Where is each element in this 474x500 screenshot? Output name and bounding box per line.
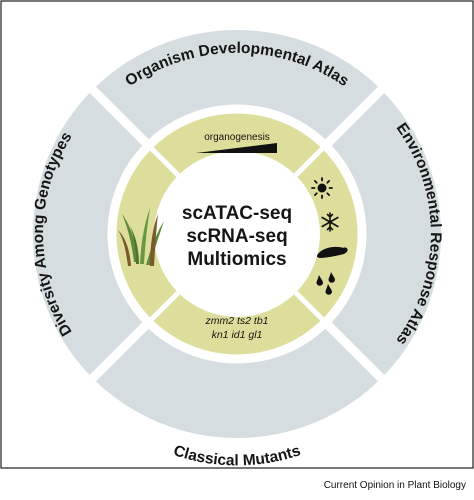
plant-seedlings-icon xyxy=(118,208,164,266)
center-line-1: scATAC-seq xyxy=(182,203,292,224)
snowflake-icon xyxy=(321,212,339,232)
figure-frame xyxy=(0,0,474,469)
gene-names-line-2: kn1 id1 gl1 xyxy=(212,329,263,341)
outer-label-bottom: Classical Mutants xyxy=(171,442,302,469)
center-line-2: scRNA-seq xyxy=(186,226,287,247)
organogenesis-label: organogenesis xyxy=(204,132,270,143)
credit-text: Current Opinion in Plant Biology xyxy=(324,480,466,491)
ring-dividers xyxy=(89,86,385,382)
outer-label-bottom-text: Classical Mutants xyxy=(171,442,302,469)
sun-icon xyxy=(311,177,333,199)
water-drops-icon xyxy=(316,272,335,295)
gene-names-line-1: zmm2 ts2 tb1 xyxy=(204,315,268,327)
organogenesis-gradient-wedge-icon xyxy=(196,143,277,153)
outer-inner-separator xyxy=(107,104,367,364)
center-disc xyxy=(154,151,320,317)
center-line-3: Multiomics xyxy=(187,249,286,270)
caterpillar-icon xyxy=(316,246,348,258)
